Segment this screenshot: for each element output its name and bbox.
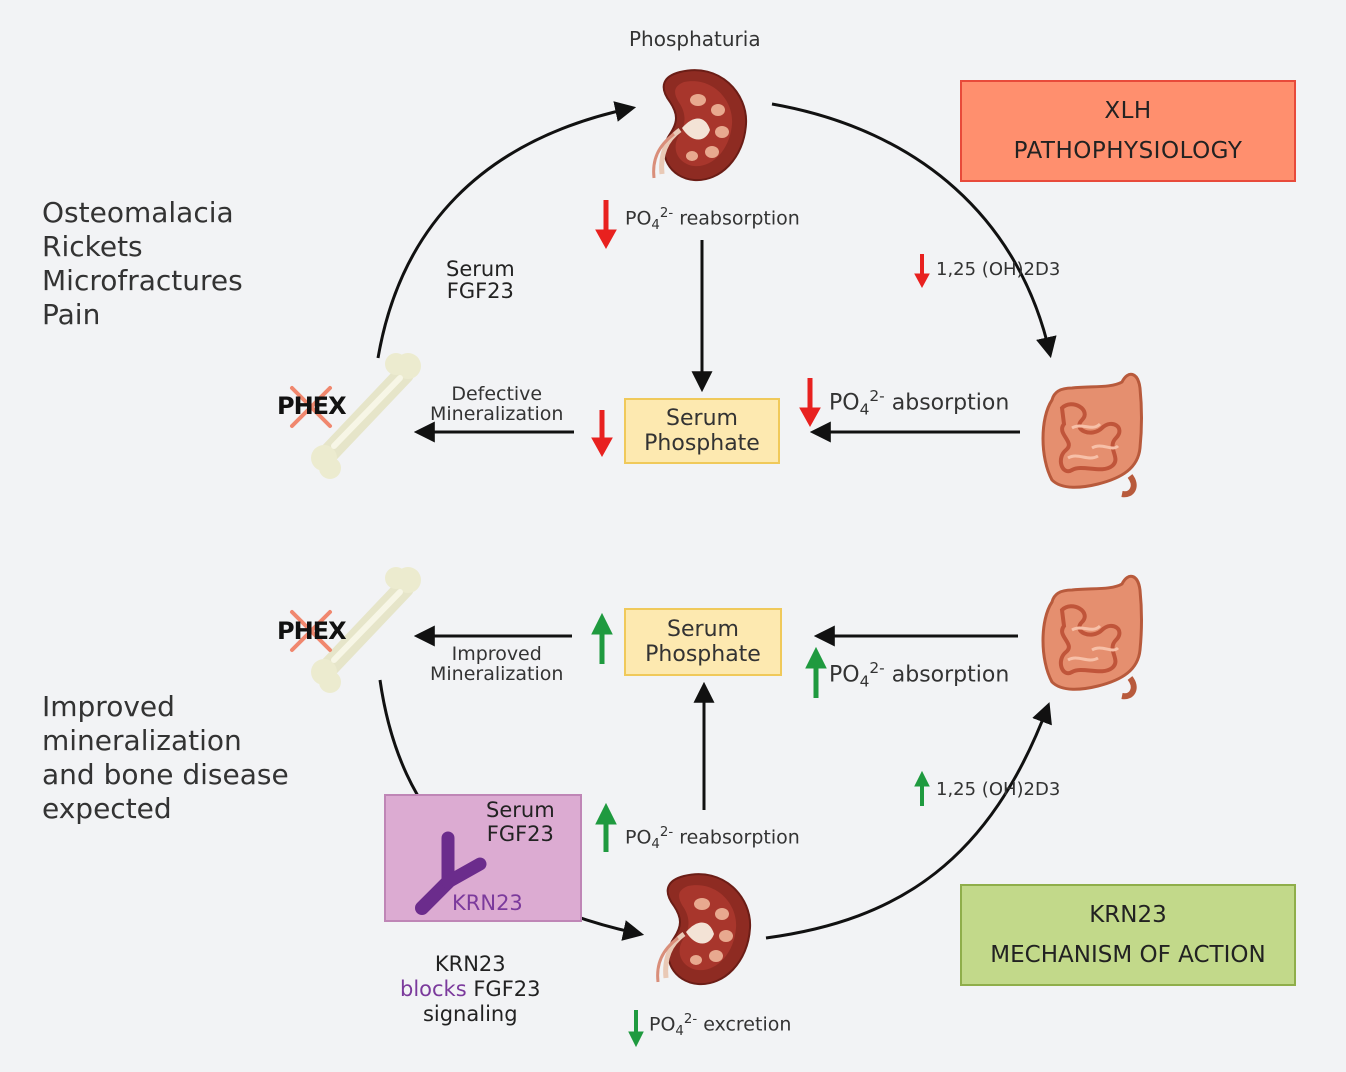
outcome-list: Improved mineralization and bone disease… — [42, 690, 289, 825]
krn23-blocks-caption: KRN23 blocks FGF23 signaling — [400, 952, 541, 1026]
defective-mineralization-label: Defective Mineralization — [430, 383, 564, 425]
serum-phosphate-label: Phosphate — [645, 642, 761, 667]
serum-phosphate-box-top: Serum Phosphate — [624, 398, 780, 464]
reabsorption-label-top: PO42- reabsorption — [625, 206, 800, 234]
serum-phosphate-box-bottom: Serum Phosphate — [624, 608, 782, 676]
krn23-title-line2: MECHANISM OF ACTION — [990, 942, 1266, 968]
intestine-icon — [1043, 576, 1142, 696]
fgf23-antibody-panel — [384, 794, 582, 922]
cross-icon — [290, 386, 332, 428]
cross-icon — [290, 610, 332, 652]
vitamin-d-label-bottom: 1,25 (OH)2D3 — [936, 779, 1061, 800]
krn23-title-box: KRN23 MECHANISM OF ACTION — [960, 884, 1296, 986]
krn23-antibody-label: KRN23 — [452, 891, 523, 915]
serum-fgf23-label-bottom: Serum FGF23 — [486, 798, 555, 846]
improved-mineralization-label: Improved Mineralization — [430, 643, 564, 685]
reabsorption-label-bottom: PO42- reabsorption — [625, 825, 800, 853]
xlh-title-line2: PATHOPHYSIOLOGY — [1013, 138, 1243, 164]
xlh-title-line1: XLH — [1104, 98, 1152, 124]
antibody-icon — [415, 831, 487, 915]
symptoms-list: Osteomalacia Rickets Microfractures Pain — [42, 196, 243, 331]
serum-phosphate-label: Serum — [666, 406, 738, 431]
intestine-icon — [1043, 374, 1142, 494]
arc-bone-to-kidney-top — [376, 101, 637, 359]
absorption-label-bottom: PO42- absorption — [829, 659, 1010, 691]
absorption-label-top: PO42- absorption — [829, 387, 1010, 419]
arc-kidney-to-intestine-top — [771, 102, 1057, 359]
phex-label-top: PHEX — [277, 392, 347, 420]
xlh-title-box: XLH PATHOPHYSIOLOGY — [960, 80, 1296, 182]
phex-label-bottom: PHEX — [277, 617, 347, 645]
kidney-icon — [658, 874, 750, 984]
serum-phosphate-label: Serum — [667, 617, 739, 642]
arc-kidney-to-intestine-bottom — [765, 702, 1052, 940]
serum-fgf23-label-top: Serum FGF23 — [446, 257, 515, 303]
serum-phosphate-label: Phosphate — [644, 431, 760, 456]
excretion-label: PO42- excretion — [649, 1012, 792, 1040]
vitamin-d-label-top: 1,25 (OH)2D3 — [936, 259, 1061, 280]
phosphaturia-label: Phosphaturia — [629, 27, 761, 51]
krn23-title-line1: KRN23 — [1089, 902, 1167, 928]
kidney-icon — [654, 70, 746, 180]
